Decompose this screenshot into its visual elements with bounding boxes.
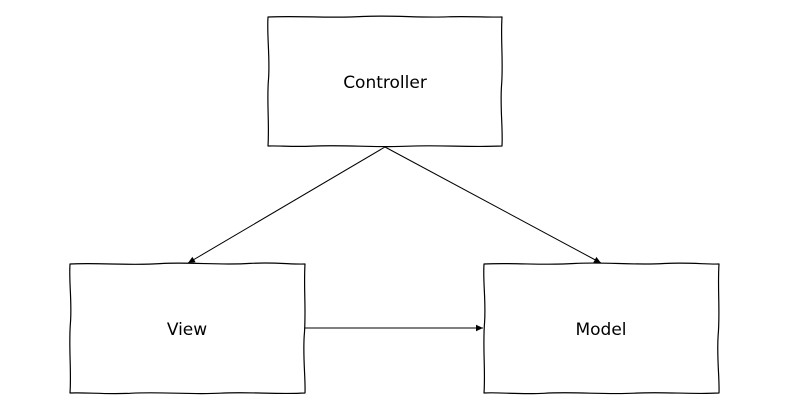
edge-controller-to-view (187, 146, 386, 264)
model-node[interactable]: Model (483, 262, 720, 395)
view-node[interactable]: View (69, 262, 306, 395)
model-box (483, 262, 720, 395)
edge-controller-to-model (384, 146, 602, 264)
view-label: View (167, 320, 207, 340)
controller-label: Controller (343, 73, 427, 93)
controller-box (267, 15, 503, 148)
view-box (69, 262, 306, 395)
model-label: Model (575, 320, 626, 340)
controller-node[interactable]: Controller (267, 15, 503, 148)
